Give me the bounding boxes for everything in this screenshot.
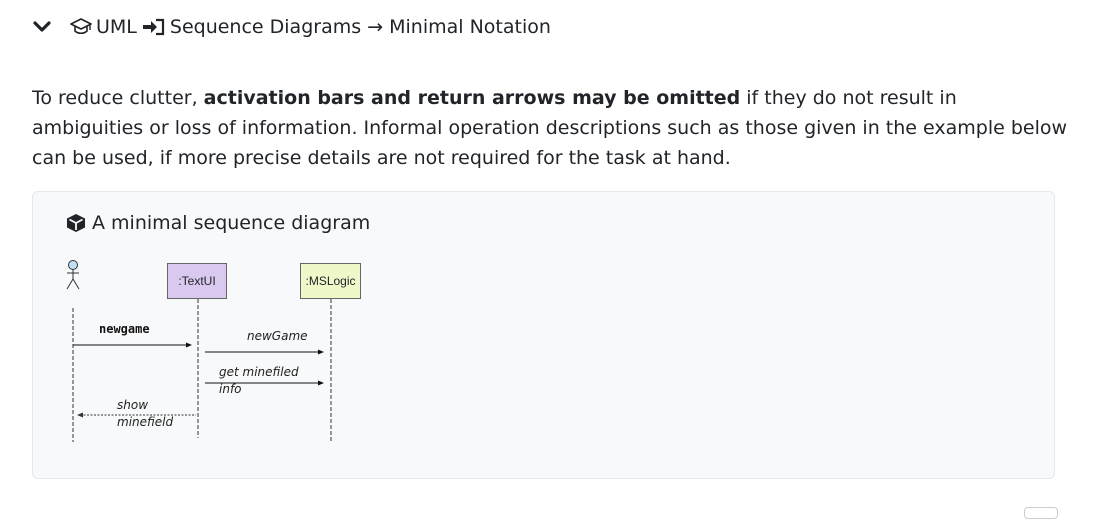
sequence-diagram: :TextUI :MSLogic newgame newGame get min… bbox=[55, 252, 415, 452]
message-newGame: newGame bbox=[247, 329, 308, 343]
example-title: A minimal sequence diagram bbox=[65, 212, 370, 234]
graduation-cap-icon bbox=[70, 18, 92, 35]
intro-text-bold: activation bars and return arrows may be… bbox=[203, 87, 741, 109]
actor-stick-figure bbox=[66, 260, 80, 290]
intro-text-post: if they do not result in ambiguities or … bbox=[32, 87, 1068, 169]
cube-icon bbox=[67, 214, 85, 232]
sequence-diagram-lines bbox=[66, 260, 332, 442]
breadcrumb: UML Sequence Diagrams → Minimal Notation bbox=[70, 16, 551, 38]
sign-in-arrow-icon bbox=[142, 18, 164, 36]
message-get-minefield-line1: get minefiled bbox=[219, 365, 299, 379]
breadcrumb-sequence-diagrams[interactable]: Sequence Diagrams → Minimal Notation bbox=[169, 16, 551, 38]
chevron-down-icon[interactable] bbox=[32, 17, 52, 37]
message-newgame: newgame bbox=[99, 322, 150, 336]
lifeline-textui: :TextUI bbox=[167, 263, 227, 299]
intro-text-pre: To reduce clutter, bbox=[32, 87, 204, 109]
section-header: UML Sequence Diagrams → Minimal Notation bbox=[32, 12, 551, 42]
lifeline-mslogic: :MSLogic bbox=[300, 263, 361, 299]
example-card: A minimal sequence diagram :TextUI bbox=[32, 191, 1055, 479]
message-show-line1: show bbox=[117, 398, 149, 412]
message-get-minefield-line2: info bbox=[219, 382, 242, 396]
example-title-text: A minimal sequence diagram bbox=[92, 212, 371, 234]
partial-button[interactable] bbox=[1024, 507, 1058, 519]
message-show-line2: minefield bbox=[117, 415, 174, 429]
breadcrumb-uml[interactable]: UML bbox=[96, 16, 137, 38]
intro-paragraph: To reduce clutter, activation bars and r… bbox=[32, 83, 1072, 173]
